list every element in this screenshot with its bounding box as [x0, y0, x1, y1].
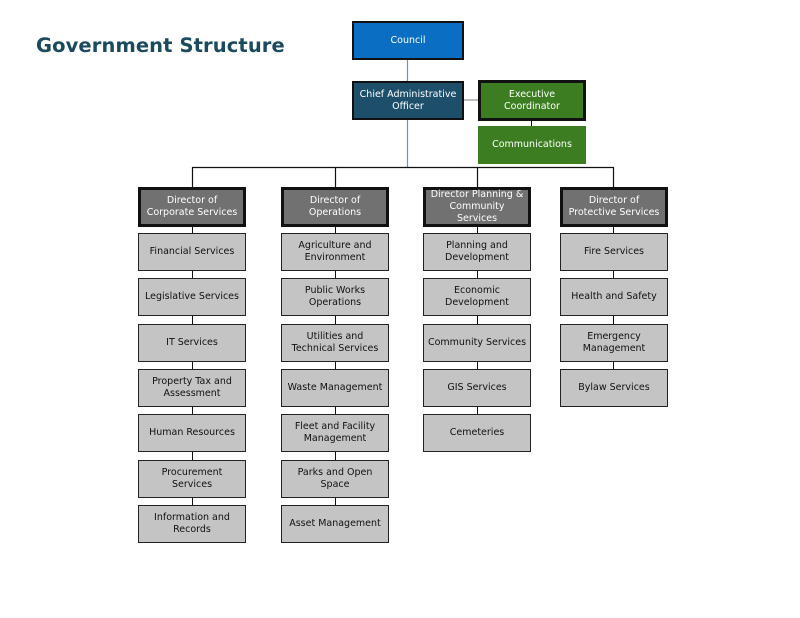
- executive-coordinator-box: Executive Coordinator: [478, 80, 586, 121]
- service-label: GIS Services: [447, 382, 507, 393]
- service-label: Fleet and Facility Management: [294, 421, 376, 444]
- service-label: Community Services: [427, 337, 527, 348]
- service-box: Legislative Services: [138, 278, 246, 316]
- service-box: Parks and Open Space: [281, 460, 389, 498]
- service-label: Agriculture and Environment: [298, 240, 372, 263]
- service-label: Public Works Operations: [304, 285, 366, 308]
- service-box: Procurement Services: [138, 460, 246, 498]
- service-box: Asset Management: [281, 505, 389, 543]
- director-label: Director Planning & Community Services: [430, 189, 524, 224]
- service-box: Property Tax and Assessment: [138, 369, 246, 407]
- service-box: Public Works Operations: [281, 278, 389, 316]
- service-box: Fire Services: [560, 233, 668, 271]
- director-box-2: Director of Operations: [281, 187, 389, 227]
- service-label: Property Tax and Assessment: [152, 376, 232, 399]
- director-label: Director of Operations: [308, 195, 362, 218]
- service-label: Legislative Services: [145, 291, 239, 302]
- director-label: Director of Corporate Services: [146, 195, 238, 218]
- service-label: Cemeteries: [449, 427, 505, 438]
- director-box-4: Director of Protective Services: [560, 187, 668, 227]
- communications-label: Communications: [492, 139, 572, 150]
- service-label: Emergency Management: [582, 331, 646, 354]
- service-label: Utilities and Technical Services: [291, 331, 379, 354]
- service-label: Bylaw Services: [578, 382, 650, 393]
- service-box: Bylaw Services: [560, 369, 668, 407]
- executive-coordinator-label: Executive Coordinator: [504, 88, 560, 112]
- service-box: Economic Development: [423, 278, 531, 316]
- service-box: Community Services: [423, 324, 531, 362]
- council-box: Council: [352, 21, 464, 60]
- service-box: IT Services: [138, 324, 246, 362]
- service-label: Human Resources: [149, 427, 235, 438]
- director-box-1: Director of Corporate Services: [138, 187, 246, 227]
- cao-label: Chief Administrative Officer: [359, 88, 457, 112]
- service-label: Waste Management: [287, 382, 383, 393]
- service-label: Information and Records: [154, 512, 230, 535]
- service-box: Information and Records: [138, 505, 246, 543]
- service-box: Financial Services: [138, 233, 246, 271]
- service-label: Planning and Development: [445, 240, 509, 263]
- service-label: Asset Management: [289, 518, 381, 529]
- service-box: Cemeteries: [423, 414, 531, 452]
- cao-box: Chief Administrative Officer: [352, 81, 464, 120]
- service-label: Procurement Services: [161, 467, 223, 490]
- service-box: Fleet and Facility Management: [281, 414, 389, 452]
- service-box: Utilities and Technical Services: [281, 324, 389, 362]
- service-box: Health and Safety: [560, 278, 668, 316]
- page-title: Government Structure: [36, 34, 285, 57]
- director-box-3: Director Planning & Community Services: [423, 187, 531, 227]
- service-box: Emergency Management: [560, 324, 668, 362]
- service-label: Parks and Open Space: [297, 467, 373, 490]
- service-label: IT Services: [166, 337, 218, 348]
- service-label: Health and Safety: [571, 291, 657, 302]
- service-box: Planning and Development: [423, 233, 531, 271]
- service-box: Agriculture and Environment: [281, 233, 389, 271]
- communications-box: Communications: [478, 126, 586, 164]
- service-box: Human Resources: [138, 414, 246, 452]
- council-label: Council: [390, 34, 426, 46]
- service-label: Economic Development: [445, 285, 509, 308]
- service-box: Waste Management: [281, 369, 389, 407]
- service-label: Fire Services: [583, 246, 645, 257]
- director-label: Director of Protective Services: [568, 195, 660, 218]
- service-label: Financial Services: [149, 246, 235, 257]
- service-box: GIS Services: [423, 369, 531, 407]
